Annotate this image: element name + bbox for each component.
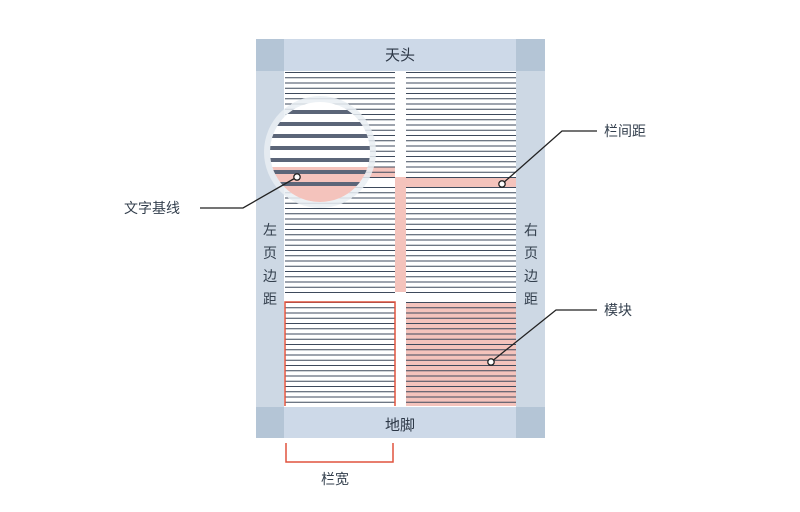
left-margin-label-4: 距 xyxy=(263,292,277,308)
gutter-leader xyxy=(501,130,597,185)
footer-band xyxy=(284,407,516,438)
gutter-marker xyxy=(498,180,506,188)
right-margin-label-1: 右 xyxy=(524,223,538,239)
column-width-label: 栏宽 xyxy=(321,471,349,488)
left-margin-label-2: 页 xyxy=(263,246,277,262)
header-label: 天头 xyxy=(385,46,415,64)
gutter-label: 栏间距 xyxy=(604,124,646,140)
column-width-bracket xyxy=(285,443,394,463)
right-margin-label-4: 距 xyxy=(524,292,538,308)
corner-bottom-left xyxy=(256,407,284,438)
block-middle-left xyxy=(285,187,395,293)
gutter-highlight-horizontal xyxy=(395,177,516,187)
block-middle-right xyxy=(406,187,516,293)
corner-bottom-right xyxy=(516,407,545,438)
block-bottom-left xyxy=(285,302,395,403)
block-top-right xyxy=(406,72,516,178)
corner-top-right xyxy=(516,39,545,71)
magnifier-lens xyxy=(264,96,376,208)
header-band xyxy=(284,39,516,71)
module-leader xyxy=(490,309,597,363)
module-label: 模块 xyxy=(604,303,632,319)
gutter-highlight-vertical xyxy=(395,177,406,292)
baseline-label: 文字基线 xyxy=(124,200,180,217)
left-margin-label-3: 边 xyxy=(263,269,277,285)
right-margin-label-2: 页 xyxy=(524,246,538,262)
right-margin-label-3: 边 xyxy=(524,269,538,285)
leader-lines xyxy=(200,130,597,363)
baseline-marker xyxy=(293,173,301,181)
corner-top-left xyxy=(256,39,284,71)
module-marker xyxy=(487,358,495,366)
footer-label: 地脚 xyxy=(385,416,415,434)
module-highlight xyxy=(406,302,516,406)
column-outline xyxy=(284,301,396,406)
left-margin-label-1: 左 xyxy=(263,223,277,239)
block-bottom-right xyxy=(406,302,516,403)
baseline-leader xyxy=(200,176,298,209)
